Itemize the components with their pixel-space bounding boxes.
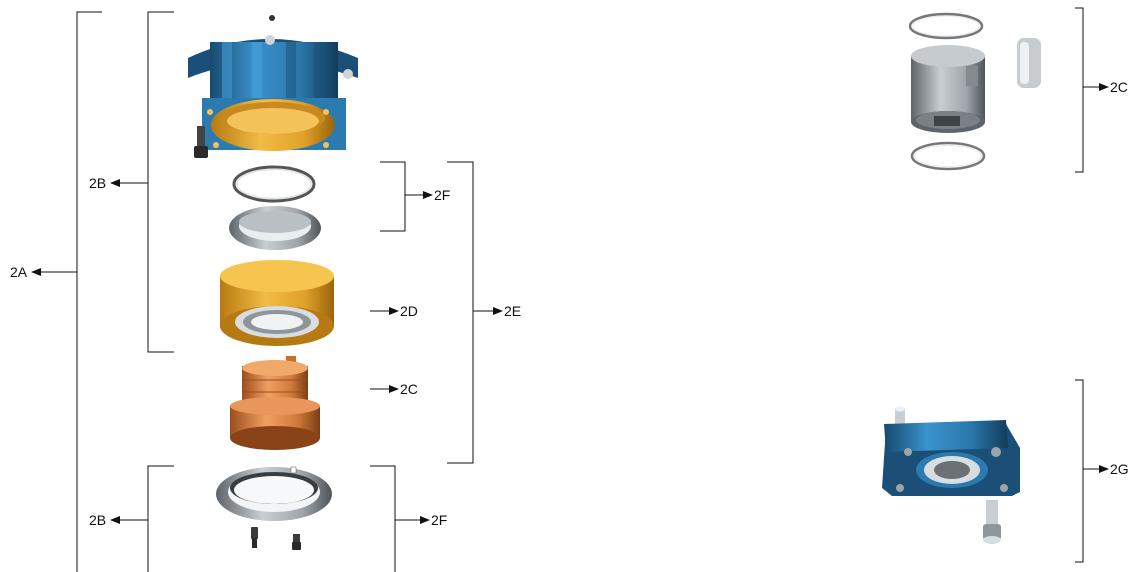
circlip-bottom-part: [910, 141, 986, 171]
circlip-top-part: [908, 12, 984, 40]
label-2g: 2G: [1110, 461, 1129, 477]
bracket-2b-top: [110, 11, 174, 353]
hub-spool-part: [230, 356, 320, 450]
mounting-block-part: [882, 406, 1020, 496]
bracket-2f-top: [380, 161, 433, 232]
cap-screw-part: [194, 126, 208, 158]
label-2f-top: 2F: [434, 187, 451, 203]
housing-flange-part: [188, 15, 358, 151]
bracket-2b-bottom: [110, 465, 174, 572]
block-screw-part: [983, 500, 1001, 544]
label-2b-top: 2B: [89, 175, 107, 191]
label-2a: 2A: [10, 264, 28, 280]
label-2c-right: 2C: [1110, 79, 1128, 95]
key-part: [1017, 38, 1041, 88]
label-2e: 2E: [504, 303, 522, 319]
label-2f-bottom: 2F: [431, 512, 448, 528]
bracket-2e: [447, 161, 503, 464]
small-screws-part: [251, 527, 301, 550]
bracket-2a: [31, 11, 102, 572]
label-2c-mid: 2C: [400, 381, 418, 397]
seal-ring-part: [229, 206, 321, 250]
retaining-ring-part: [232, 165, 316, 203]
label-2d: 2D: [400, 303, 418, 319]
label-2b-bottom: 2B: [89, 512, 107, 528]
bracket-2c-right: [1075, 7, 1109, 173]
shaft-coupling-part: [911, 45, 985, 133]
bearing-cup-part: [220, 260, 334, 346]
bracket-2f-bottom: [370, 465, 430, 572]
bracket-2g: [1075, 379, 1109, 563]
bottom-seal-plate-part: [216, 466, 332, 521]
